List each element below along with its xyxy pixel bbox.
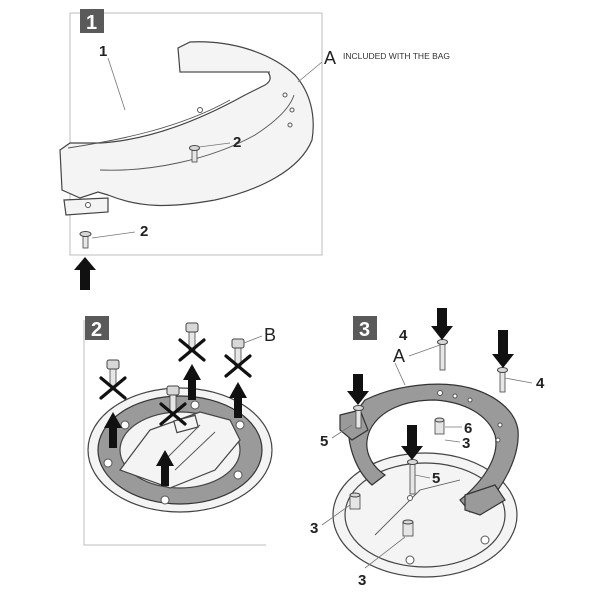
callout-screw-2-lower: 2 bbox=[140, 223, 148, 240]
bolt-b-4 bbox=[224, 338, 252, 418]
callout-part-a: A bbox=[324, 48, 336, 68]
arrow-down-icon bbox=[431, 308, 453, 340]
callout-part-b: B bbox=[264, 325, 276, 345]
arrow-down-icon bbox=[347, 374, 369, 405]
bolt-b-2 bbox=[156, 385, 187, 486]
step-3-number: 3 bbox=[359, 319, 370, 341]
screw-5-center bbox=[401, 425, 423, 495]
callout-part-1: 1 bbox=[99, 43, 107, 60]
bolt-b-3 bbox=[178, 322, 206, 400]
mounting-plate-a bbox=[339, 383, 519, 516]
arrow-up-icon bbox=[229, 382, 247, 418]
spacer-left bbox=[349, 492, 361, 510]
step-1-panel: 1 1 2 2 A bbox=[59, 9, 450, 290]
step-2-badge bbox=[85, 316, 109, 340]
bolt-b-1 bbox=[99, 359, 127, 448]
callout-label-3-bottom: 3 bbox=[358, 572, 366, 589]
included-with-bag-note: INCLUDED WITH THE BAG bbox=[343, 51, 450, 61]
tank-filler-ring bbox=[87, 387, 273, 513]
arrow-up-icon bbox=[104, 412, 122, 448]
step-3-panel: 3 bbox=[310, 308, 545, 589]
arrow-up-icon bbox=[74, 257, 96, 290]
spacer-bottom bbox=[402, 519, 414, 537]
step-3-badge bbox=[353, 316, 377, 340]
callout-label-3-left: 3 bbox=[310, 520, 318, 537]
tank-filler-ring-step3 bbox=[332, 452, 518, 578]
step-2-panel: 2 bbox=[83, 316, 276, 546]
callout-part-a-step3: A bbox=[393, 346, 405, 366]
callout-label-3-center: 3 bbox=[462, 435, 470, 452]
step-1-number: 1 bbox=[86, 12, 97, 34]
screw-lower bbox=[79, 231, 92, 249]
step-2-number: 2 bbox=[91, 319, 102, 341]
screw-4-left bbox=[431, 308, 453, 371]
screw-5-left bbox=[347, 374, 369, 429]
callout-label-6: 6 bbox=[464, 420, 472, 437]
spacer-center bbox=[434, 417, 445, 435]
screw-upper bbox=[189, 145, 200, 163]
callout-screw-4-right: 4 bbox=[536, 375, 545, 392]
arrow-down-icon bbox=[401, 425, 423, 460]
step-2-frame bbox=[83, 320, 266, 546]
arrow-up-icon bbox=[183, 364, 201, 400]
arrow-down-icon bbox=[492, 330, 514, 368]
mounting-bracket bbox=[59, 41, 314, 216]
step-1-badge bbox=[80, 9, 104, 33]
callout-screw-4-left: 4 bbox=[399, 327, 408, 344]
callout-spacer-5-center: 5 bbox=[432, 470, 440, 487]
callout-screw-2-upper: 2 bbox=[233, 134, 241, 151]
arrow-up-icon bbox=[156, 450, 174, 486]
screw-4-right bbox=[492, 330, 514, 393]
callout-spacer-5-left: 5 bbox=[320, 433, 328, 450]
step-1-frame bbox=[69, 12, 323, 256]
